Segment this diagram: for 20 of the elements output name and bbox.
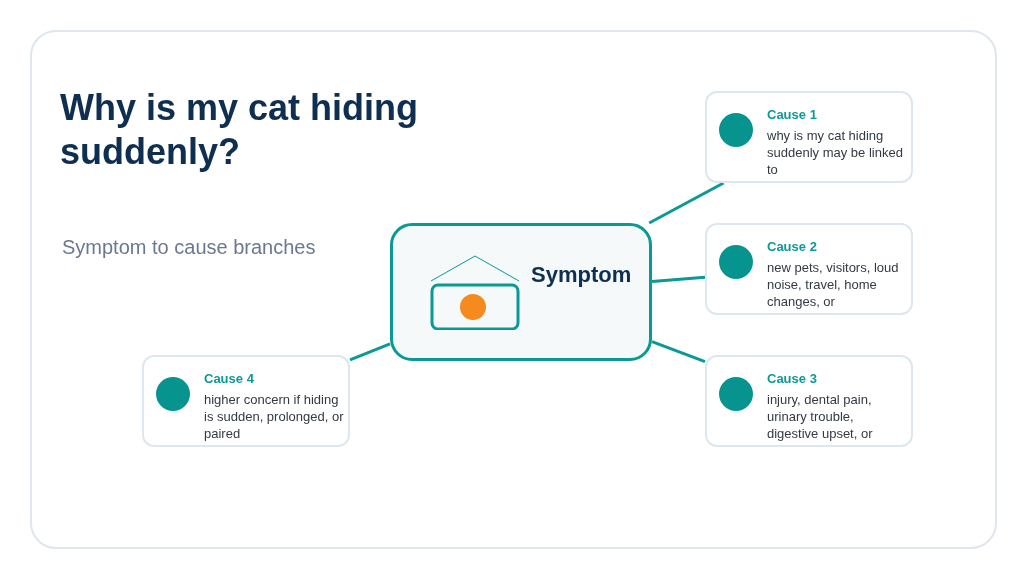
cause-heading: Cause 4 xyxy=(204,371,255,386)
cause-card xyxy=(705,355,913,447)
cause-heading: Cause 2 xyxy=(767,239,818,254)
cause-heading: Cause 3 xyxy=(767,371,818,386)
branch-line xyxy=(349,342,391,362)
branch-line xyxy=(651,340,706,364)
cause-heading: Cause 1 xyxy=(767,107,818,122)
branch-line xyxy=(648,181,725,225)
symptom-heading: Symptom xyxy=(531,262,632,288)
cause-description: new pets, visitors, loud noise, travel, home changes, or xyxy=(767,259,900,310)
cause-description: why is my cat hiding suddenly may be linked to xyxy=(767,127,904,178)
cause-description: injury, dental pain, urinary trouble, digestive upset, or xyxy=(767,391,874,442)
cause-description: higher concern if hiding is sudden, prolonged, or paired xyxy=(204,391,344,442)
subtitle: Symptom to cause branches xyxy=(62,236,316,259)
cause-card xyxy=(705,91,913,183)
cause-card xyxy=(705,223,913,315)
title: Why is my cat hiding suddenly? xyxy=(60,86,420,174)
symptom-panel xyxy=(390,223,652,361)
branch-line xyxy=(651,275,706,284)
cause-card xyxy=(142,355,350,447)
